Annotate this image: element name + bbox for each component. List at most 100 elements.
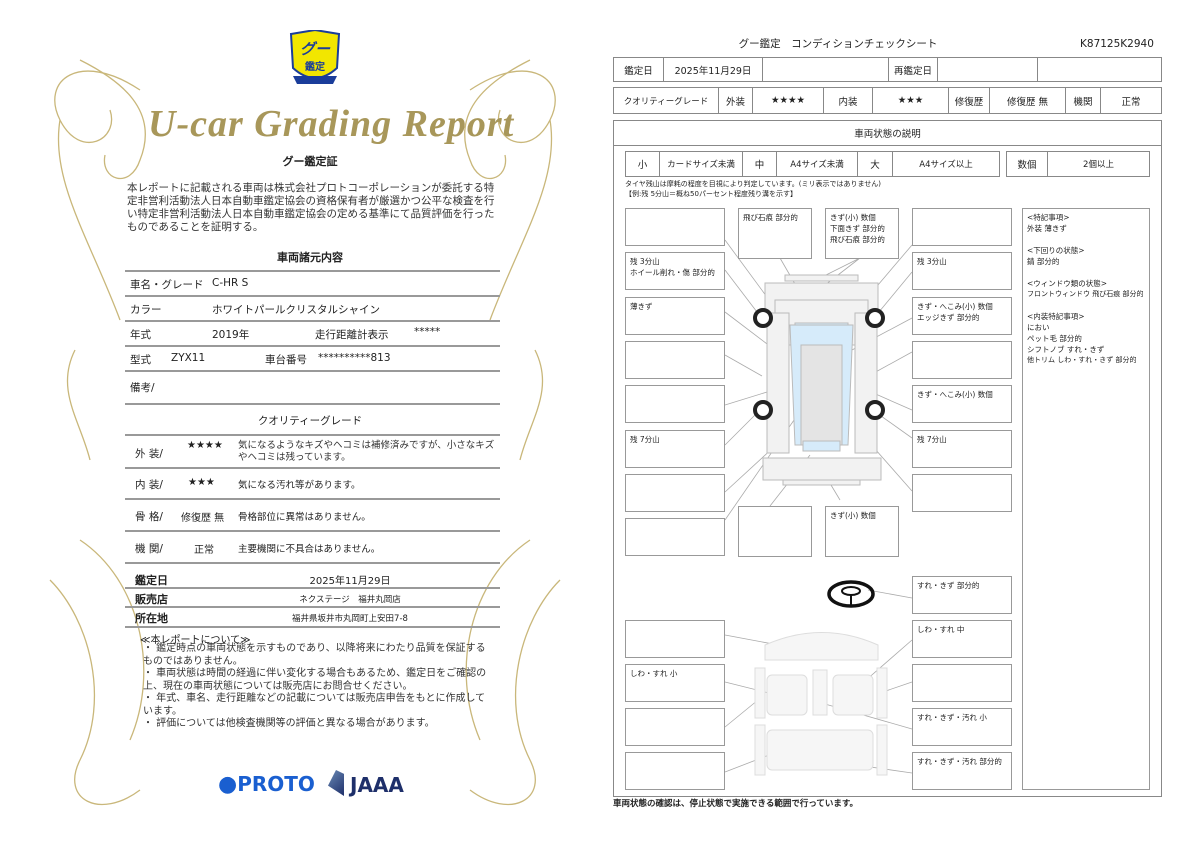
box-right-3: きず・へこみ(小) 数個 エッジきず 部分的 [912, 297, 1012, 335]
note-line: <内装特記事項> [1027, 312, 1085, 321]
grade-label: クオリティーグレード [613, 87, 719, 114]
svg-text:鑑定: 鑑定 [305, 60, 325, 73]
goo-kantei-logo: グー 鑑定 [289, 30, 341, 84]
note-line: 外装 薄きず [1027, 224, 1067, 233]
redate-label: 再鑑定日 [888, 57, 938, 82]
engine-value: 正常 [1100, 87, 1162, 114]
chassis-label: 車台番号 [265, 354, 307, 366]
repair-value: 修復歴 無 [989, 87, 1066, 114]
box-bottom-mid-left [738, 506, 812, 557]
proto-logo-text: PROTO [237, 772, 315, 796]
date-label: 鑑定日 [613, 57, 664, 82]
box-left-4 [625, 341, 725, 379]
count-desc: 2個以上 [1047, 151, 1150, 177]
divider [125, 370, 500, 372]
tire-note: タイヤ残山は摩耗の程度を目視により判定しています。(ミリ表示ではありません) [625, 180, 881, 188]
report-notes: ・ 鑑定時点の車両状態を示すものであり、以降将来にわたり品質を保証するものではあ… [143, 643, 493, 731]
blank-cell [762, 57, 889, 82]
proto-logo: ●PROTO [218, 772, 315, 797]
box-int-right-2 [912, 664, 1012, 702]
footer-note: 車両状態の確認は、停止状態で実施できる範囲で行っています。 [613, 799, 859, 809]
note-line: 錆 部分的 [1027, 257, 1060, 266]
tire-example: 【例:残 5分山＝概ね50パーセント程度残り溝を示す】 [625, 190, 797, 198]
info-address-value: 福井県坂井市丸岡町上安田7-8 [292, 614, 408, 624]
car-interior-view [754, 632, 888, 776]
note: ・ 評価については他検査機関等の評価と異なる場合があります。 [143, 718, 435, 729]
divider [125, 403, 500, 405]
grade-label: 内 装/ [135, 479, 163, 491]
grade-label: 外 装/ [135, 448, 163, 460]
note-line: フロントウィンドウ 飛び石痕 部分的 [1027, 290, 1144, 298]
interior-label: 内装 [823, 87, 873, 114]
info-shop-label: 販売店 [135, 593, 168, 606]
box-bottom-mid-right: きず(小) 数個 [825, 506, 899, 557]
note-line: シフトノブ すれ・きず [1027, 345, 1105, 354]
grade-desc: 気になる汚れ等があります。 [238, 480, 361, 491]
engine-label: 機関 [1065, 87, 1101, 114]
box-int-left-4 [625, 752, 725, 790]
box-right-5: きず・へこみ(小) 数個 [912, 385, 1012, 423]
size-large-desc: A4サイズ以上 [892, 151, 1000, 177]
spec-title: 車両諸元内容 [277, 251, 343, 264]
divider [125, 270, 500, 272]
grade-desc: 主要機関に不具合はありません。 [238, 544, 381, 555]
report-title-script: U-car Grading Report [148, 103, 515, 145]
name-label: 車名・グレード [130, 279, 204, 291]
grade-label: 骨 格/ [135, 511, 163, 523]
steering-wheel-icon [827, 580, 875, 608]
note: ・ 鑑定時点の車両状態を示すものであり、以降将来にわたり品質を保証するものではあ… [143, 643, 486, 667]
box-top-mid-left: 飛び石痕 部分的 [738, 208, 812, 259]
date-value: 2025年11月29日 [663, 57, 763, 82]
note-line: <下回りの状態> [1027, 246, 1085, 255]
note-line: ペット毛 部分的 [1027, 334, 1082, 343]
odo-value: ***** [414, 326, 441, 338]
note: ・ 車両状態は時間の経過に伴い変化する場合もあるため、鑑定日をご確認の上、現在の… [143, 668, 487, 692]
color-label: カラー [130, 304, 162, 316]
note: ・ 年式、車名、走行距離などの記載については販売店申告をもとに作成しています。 [143, 693, 486, 717]
sheet-id: K87125K2940 [1080, 38, 1154, 50]
note-line: <特記事項> [1027, 213, 1070, 222]
car-top-view [762, 274, 882, 486]
grade-label: 機 関/ [135, 543, 163, 555]
sheet-title: グー鑑定 コンディションチェックシート [738, 38, 938, 50]
info-shop-value: ネクステージ 福井丸岡店 [299, 595, 401, 605]
section-title: 車両状態の説明 [613, 120, 1162, 146]
info-address-label: 所在地 [135, 612, 168, 625]
exterior-label: 外装 [718, 87, 753, 114]
size-small: 小 [625, 151, 660, 177]
redate-value [937, 57, 1038, 82]
grade-value: 正常 [194, 545, 214, 556]
box-left-3: 薄きず [625, 297, 725, 335]
size-medium-desc: A4サイズ未満 [776, 151, 858, 177]
count-label: 数個 [1006, 151, 1048, 177]
info-date-value: 2025年11月29日 [309, 576, 391, 587]
special-notes-panel: <特記事項> 外装 薄きず <下回りの状態> 錆 部分的 <ウィンドウ類の状態>… [1022, 208, 1150, 790]
box-int-right-4: すれ・きず・汚れ 部分的 [912, 752, 1012, 790]
grade-desc: 気になるようなキズやヘコミは補修済みですが、小さなキズやヘコミは残っています。 [238, 440, 495, 463]
box-left-7 [625, 474, 725, 512]
year-value: 2019年 [212, 329, 250, 341]
box-int-left-2: しわ・すれ 小 [625, 664, 725, 702]
name-value: C-HR S [212, 277, 249, 289]
note-line: 他トリム しわ・すれ・きず 部分的 [1027, 356, 1137, 364]
model-label: 型式 [130, 354, 151, 366]
size-large: 大 [857, 151, 893, 177]
box-right-2: 残 3分山 [912, 252, 1012, 290]
gold-ornament-frame [49, 59, 561, 806]
box-right-6: 残 7分山 [912, 430, 1012, 468]
divider [125, 320, 500, 322]
car-diagram [724, 239, 913, 776]
size-small-desc: カードサイズ未満 [659, 151, 743, 177]
box-steering: すれ・きず 部分的 [912, 576, 1012, 614]
cert-text: 本レポートに記載される車両は株式会社プロトコーポレーションが委託する特定非営利活… [127, 182, 495, 233]
grade-title: クオリティーグレード [257, 415, 363, 427]
grade-value: ★★★ [188, 477, 215, 488]
note-line: におい [1027, 323, 1050, 332]
box-left-1 [625, 208, 725, 246]
notes-title: ≪本レポートについて≫ [140, 635, 251, 646]
box-int-right-1: しわ・すれ 中 [912, 620, 1012, 658]
cert-title: グー鑑定証 [282, 155, 338, 168]
interior-stars: ★★★ [872, 87, 949, 114]
box-right-1 [912, 208, 1012, 246]
odo-label: 走行距離計表示 [315, 329, 389, 341]
